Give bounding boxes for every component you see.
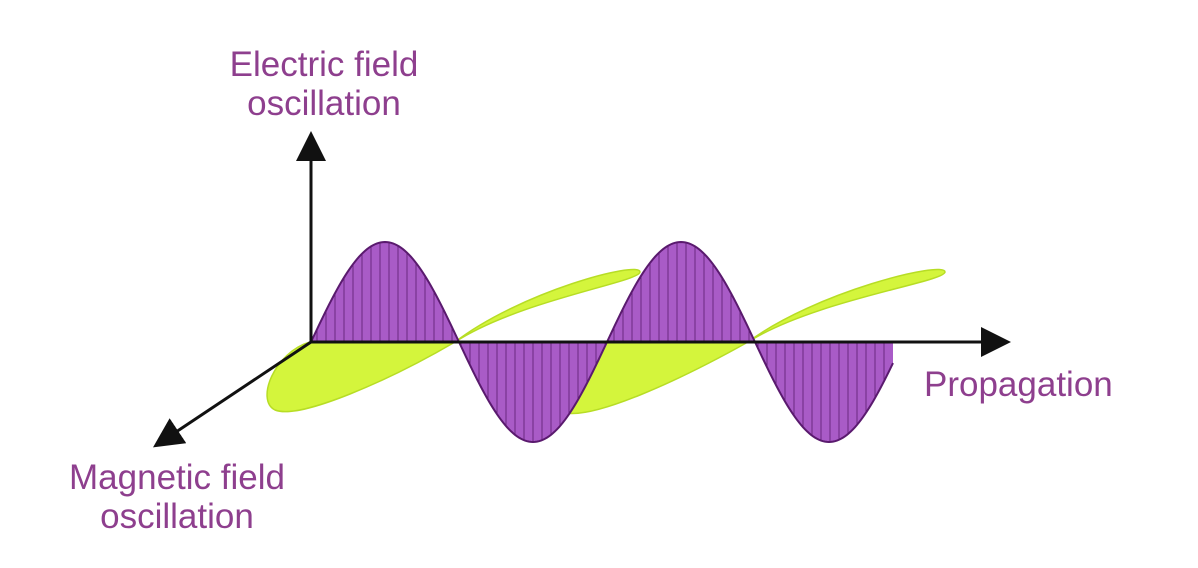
magnetic-wave-lobe bbox=[266, 268, 641, 413]
magnetic-field-label-line1: Magnetic field bbox=[69, 458, 285, 497]
electric-wave-outline bbox=[310, 240, 894, 444]
propagation-label: Propagation bbox=[924, 365, 1174, 405]
electric-field-label-line1: Electric field bbox=[229, 45, 419, 84]
magnetic-field-label-line2: oscillation bbox=[100, 496, 254, 536]
electric-field-label: Electric field oscillation bbox=[186, 45, 462, 123]
electric-wave-hatching bbox=[316, 242, 885, 442]
propagation-label-text: Propagation bbox=[924, 365, 1113, 404]
axes bbox=[153, 131, 1011, 448]
magnetic-field-label: Magnetic field oscillation bbox=[22, 458, 332, 536]
electric-field-label-line2: oscillation bbox=[247, 83, 401, 123]
magnetic-axis-arrow bbox=[153, 340, 312, 448]
